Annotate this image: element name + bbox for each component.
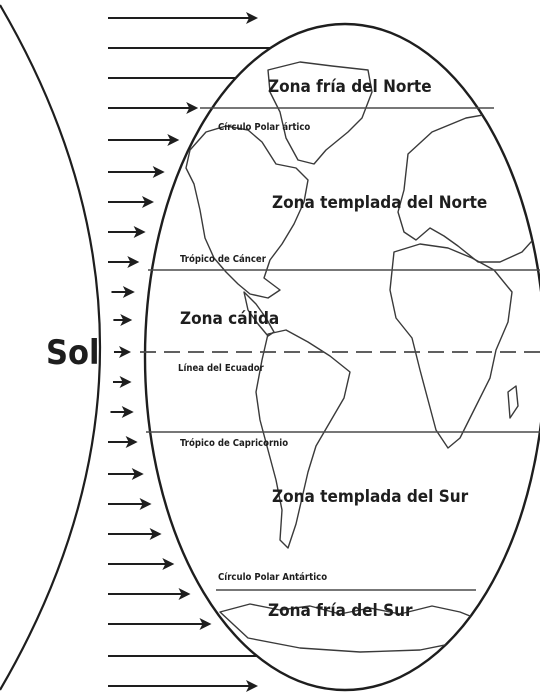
globe (143, 22, 540, 692)
arrow-right-icon (199, 618, 212, 630)
south-temperate-zone-label: Zona templada del Sur (272, 487, 469, 507)
antarctic-circle-label: Círculo Polar Antártico (218, 572, 327, 583)
south-frigid-zone-label: Zona fría del Sur (268, 601, 413, 621)
arrow-right-icon (131, 468, 144, 480)
arctic-circle-label: Círculo Polar ártico (218, 122, 310, 133)
madagascar (507, 385, 519, 419)
arrow-right-icon (133, 226, 146, 238)
arrow-right-icon (119, 376, 132, 388)
sun-edge (0, 4, 102, 691)
africa (389, 243, 513, 449)
arrow-right-icon (120, 314, 133, 326)
arrow-right-icon (141, 196, 154, 208)
arrow-right-icon (139, 498, 152, 510)
south-america (255, 329, 351, 549)
equator-label: Línea del Ecuador (178, 363, 265, 374)
tropic-of-cancer-label: Trópico de Cáncer (180, 254, 267, 265)
arrow-right-icon (122, 286, 135, 298)
arrow-right-icon (119, 346, 132, 358)
arrow-right-icon (149, 528, 162, 540)
north-america (185, 125, 309, 299)
arrow-right-icon (125, 436, 138, 448)
arrow-right-icon (121, 406, 134, 418)
arrow-right-icon (127, 256, 140, 268)
sunlight-rays (108, 12, 291, 692)
greenland (267, 61, 373, 165)
torrid-zone-label: Zona cálida (180, 309, 279, 329)
arrow-right-icon (167, 134, 180, 146)
north-temperate-zone-label: Zona templada del Norte (272, 193, 487, 213)
arrow-right-icon (246, 12, 258, 24)
antarctica (219, 603, 481, 653)
arrow-right-icon (186, 102, 199, 114)
arrow-right-icon (162, 558, 175, 570)
arrow-right-icon (152, 166, 165, 178)
arrow-right-icon (246, 680, 258, 692)
arrow-right-icon (178, 588, 191, 600)
sun-label: Sol (46, 333, 100, 373)
north-frigid-zone-label: Zona fría del Norte (268, 77, 432, 97)
tropic-of-capricorn-label: Trópico de Capricornio (180, 438, 288, 449)
